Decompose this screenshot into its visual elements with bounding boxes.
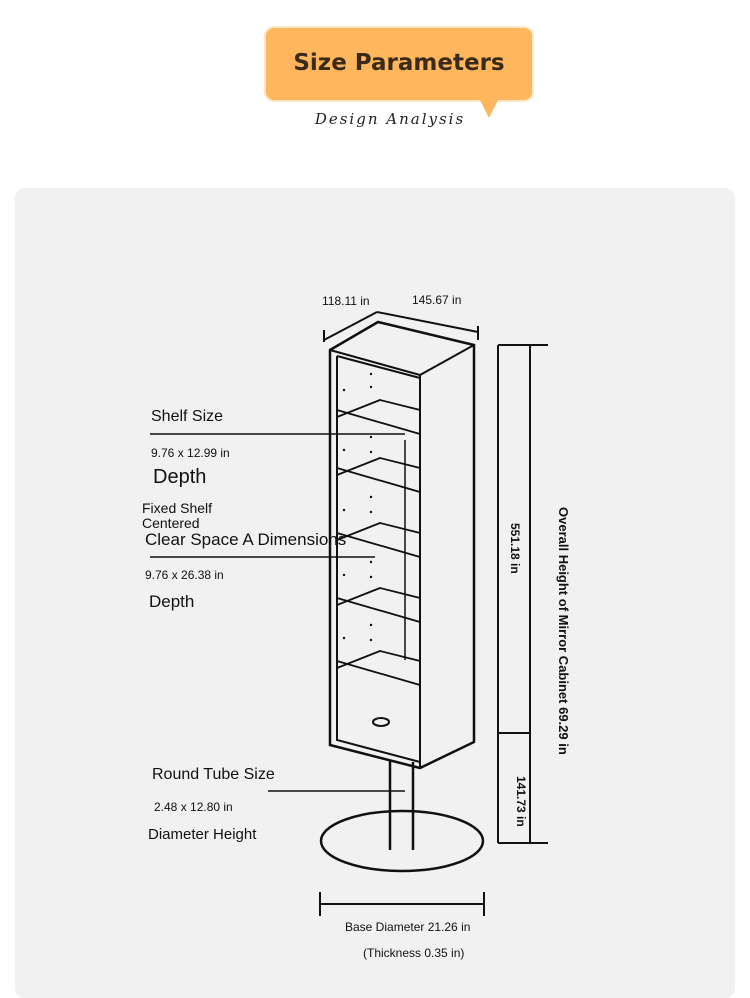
tube-mount-hole xyxy=(372,717,390,727)
clear-space-depth-label: Depth xyxy=(149,592,195,611)
page-subtitle: Design Analysis xyxy=(314,110,466,128)
round-base xyxy=(319,809,485,873)
fixed-shelf-centered-label: Centered xyxy=(142,515,200,531)
base-diameter-label: Base Diameter 21.26 in xyxy=(345,920,471,934)
cabinet-front-top-edge xyxy=(329,349,421,376)
base-thickness-label: (Thickness 0.35 in) xyxy=(363,946,465,960)
fixed-shelf-label: Fixed Shelf xyxy=(142,500,213,516)
clear-space-value: 9.76 x 26.38 in xyxy=(145,568,224,582)
shelf-size-title: Shelf Size xyxy=(151,408,224,425)
shelves xyxy=(336,399,421,687)
overall-height-label: Overall Height of Mirror Cabinet 69.29 i… xyxy=(556,507,571,755)
round-tube-value: 2.48 x 12.80 in xyxy=(154,800,233,814)
cabinet-outline xyxy=(328,320,476,770)
width-label: 145.67 in xyxy=(412,293,462,307)
pole-height-label: 141.73 in xyxy=(514,776,528,827)
page-title: Size Parameters xyxy=(293,50,505,76)
depth-label: 118.11 in xyxy=(322,294,370,308)
round-tube-sub-label: Diameter Height xyxy=(148,826,257,843)
width-dimension-line xyxy=(376,311,479,333)
shelf-size-value: 9.76 x 12.99 in xyxy=(151,446,230,460)
badge-pointer xyxy=(478,96,500,118)
title-badge: Size Parameters xyxy=(266,28,532,100)
shelf-peg-holes xyxy=(342,372,373,642)
depth-dimension-line xyxy=(323,311,378,341)
round-tube-title: Round Tube Size xyxy=(152,766,275,783)
cabinet-height-label: 551.18 in xyxy=(508,523,522,574)
clear-space-title: Clear Space A Dimensions xyxy=(145,530,347,549)
shelf-depth-label: Depth xyxy=(153,466,207,488)
